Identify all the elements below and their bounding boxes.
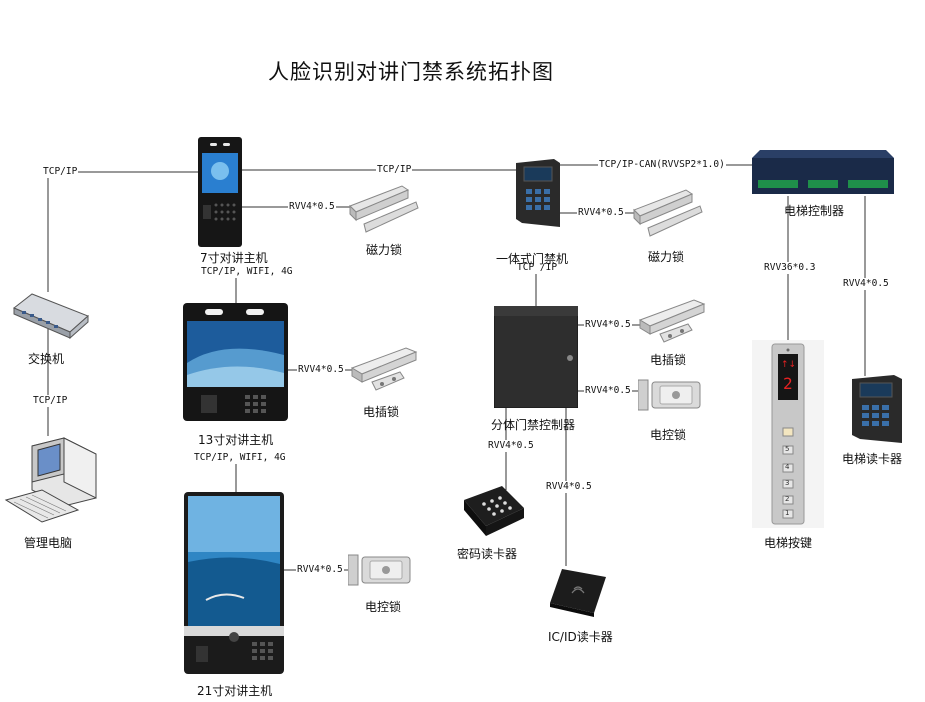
elevator-key: 5 (785, 445, 790, 453)
wire-label: RVV4*0.5 (296, 564, 344, 576)
integrated-access-label: 一体式门禁机 (496, 252, 569, 266)
wire-label: TCP /IP (516, 262, 559, 274)
wire-label: RVV4*0.5 (487, 440, 535, 452)
split-controller-device (494, 306, 578, 408)
split-controller-label: 分体门禁控制器 (491, 418, 576, 432)
elevator-buttons-device: ↑↓ 2 5 4 3 2 1 (752, 340, 824, 528)
integrated-access-device (516, 159, 560, 227)
wire-switch-intercom7 (47, 171, 198, 292)
intercom-7-label: 7寸对讲主机 (200, 251, 268, 265)
switch-device (12, 290, 90, 340)
elevator-arrows-icon: ↑↓ (781, 360, 797, 370)
ic-reader-device (548, 565, 608, 617)
elevator-key: 1 (785, 509, 790, 517)
boltlock-2-label: 电插锁 (650, 353, 687, 367)
wire-label: TCP/IP, WIFI, 4G (193, 452, 287, 464)
wire-label: RVV4*0.5 (842, 278, 890, 290)
ctrllock-2-device (638, 378, 702, 412)
ctrllock-2-label: 电控锁 (650, 428, 687, 442)
wire-label: RVV4*0.5 (297, 364, 345, 376)
boltlock-2-device (636, 296, 708, 348)
ctrllock-1-label: 电控锁 (365, 600, 402, 614)
boltlock-1-device (348, 344, 420, 396)
wire-label: RVV36*0.3 (763, 262, 817, 274)
elevator-reader-device (852, 375, 902, 443)
pc-label: 管理电脑 (24, 536, 73, 550)
intercom-7-device (198, 137, 242, 247)
password-reader-device (462, 484, 526, 540)
elevator-controller-device (752, 148, 894, 196)
elevator-key: 4 (785, 463, 790, 471)
maglock-2-label: 磁力锁 (648, 250, 685, 264)
intercom-13-device (183, 303, 288, 421)
intercom-21-label: 21寸对讲主机 (197, 684, 273, 698)
wire-label: TCP/IP (42, 166, 79, 178)
wire-label: RVV4*0.5 (584, 319, 632, 331)
elevator-controller-label: 电梯控制器 (784, 204, 845, 218)
wire-label: TCP/IP (376, 164, 413, 176)
wire-label: RVV4*0.5 (288, 201, 336, 213)
password-reader-label: 密码读卡器 (457, 547, 518, 561)
maglock-1-device (348, 184, 420, 238)
switch-label: 交换机 (28, 352, 65, 366)
wire-label: TCP/IP (32, 395, 69, 407)
ic-reader-label: IC/ID读卡器 (548, 630, 613, 644)
pc-device (2, 434, 102, 530)
elevator-floor-display: 2 (783, 374, 793, 393)
wire-label: TCP/IP-CAN(RVVSP2*1.0) (598, 159, 726, 171)
elevator-key: 3 (785, 479, 790, 487)
wire-label: RVV4*0.5 (584, 385, 632, 397)
elevator-reader-label: 电梯读卡器 (842, 452, 903, 466)
elevator-key: 2 (785, 495, 790, 503)
wire-label: TCP/IP, WIFI, 4G (200, 266, 294, 278)
elevator-buttons-label: 电梯按键 (764, 536, 813, 550)
maglock-2-device (632, 188, 704, 242)
intercom-21-device (184, 492, 284, 674)
intercom-13-label: 13寸对讲主机 (198, 433, 274, 447)
ctrllock-1-device (348, 553, 412, 587)
maglock-1-label: 磁力锁 (366, 243, 403, 257)
wire-label: RVV4*0.5 (545, 481, 593, 493)
wire-label: RVV4*0.5 (577, 207, 625, 219)
diagram-title: 人脸识别对讲门禁系统拓扑图 (268, 60, 554, 84)
boltlock-1-label: 电插锁 (363, 405, 400, 419)
